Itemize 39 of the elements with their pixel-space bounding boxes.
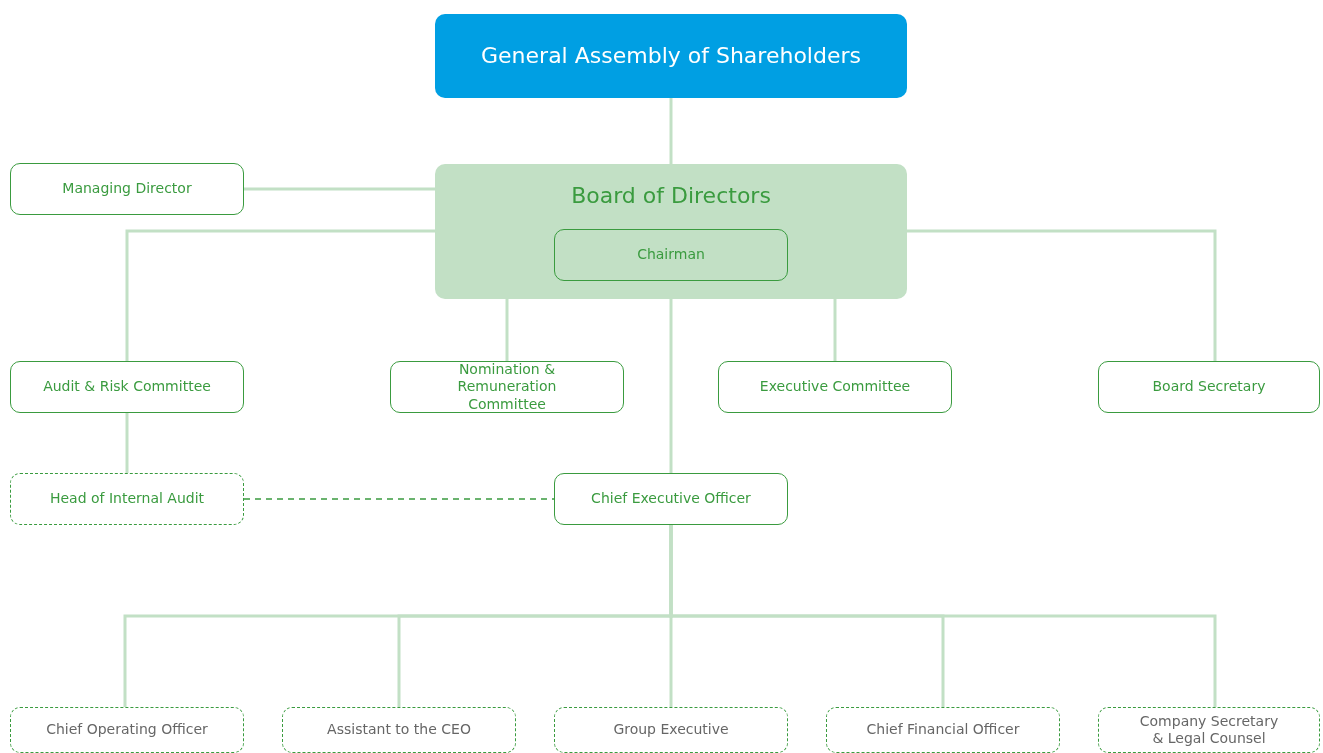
box-label: General Assembly of Shareholders xyxy=(480,42,862,70)
box-label: Chairman xyxy=(636,246,706,264)
connector-line xyxy=(669,98,673,164)
box-label: Audit & Risk Committee xyxy=(42,378,212,396)
org-chart-box xyxy=(1098,707,1320,753)
box-label: Chief Operating Officer xyxy=(45,721,209,739)
org-chart-box xyxy=(718,361,952,413)
box-label: Assistant to the CEO xyxy=(326,721,472,739)
org-chart-box xyxy=(10,163,244,215)
dashed-connector xyxy=(243,498,555,500)
assembly-box xyxy=(435,14,907,98)
box-label: Chief Executive Officer xyxy=(590,490,752,508)
board-panel xyxy=(435,164,907,299)
box-label: Executive Committee xyxy=(758,378,912,396)
box-label: Nomination & Remuneration Committee xyxy=(456,360,558,414)
box-label: Group Executive xyxy=(612,721,730,739)
connector-line xyxy=(125,229,435,361)
org-chart-box xyxy=(390,361,624,413)
connector-line xyxy=(244,187,435,191)
org-chart-box xyxy=(10,707,244,753)
box-label: Chief Financial Officer xyxy=(865,721,1021,739)
org-chart-box xyxy=(282,707,516,753)
connector-line xyxy=(907,229,1217,361)
connector-line xyxy=(125,413,129,473)
connector-line xyxy=(833,299,837,361)
org-chart-box xyxy=(554,707,788,753)
org-chart-box xyxy=(554,229,788,281)
connector-line xyxy=(505,299,509,361)
org-chart-box xyxy=(826,707,1060,753)
box-label: Managing Director xyxy=(61,180,193,198)
connector-line xyxy=(669,299,673,473)
org-chart-box xyxy=(554,473,788,525)
org-chart-box xyxy=(10,473,244,525)
box-label: Head of Internal Audit xyxy=(48,490,206,508)
box-label: Board Secretary xyxy=(1151,378,1267,396)
org-chart-box xyxy=(10,361,244,413)
panel-heading: Board of Directors xyxy=(570,182,772,210)
box-label: Company Secretary & Legal Counsel xyxy=(1138,712,1280,748)
org-chart-box xyxy=(1098,361,1320,413)
